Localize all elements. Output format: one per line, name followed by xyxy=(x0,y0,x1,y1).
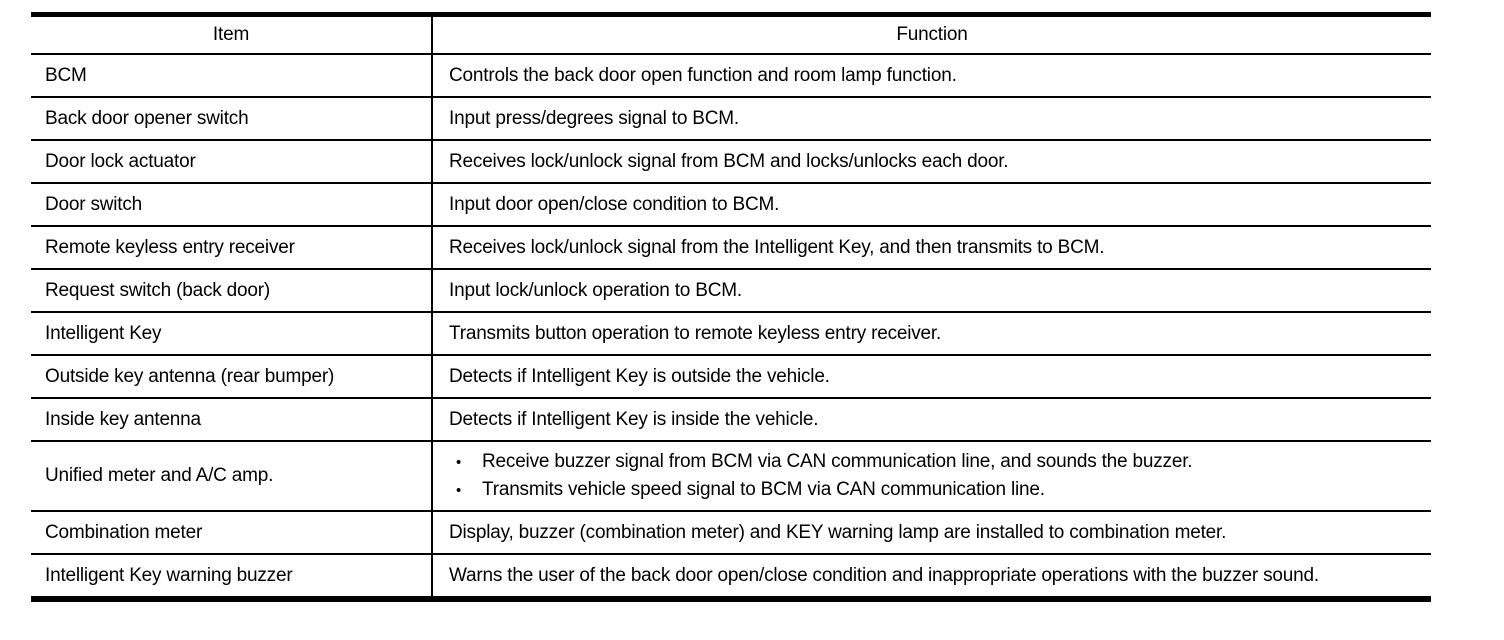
bullet-icon: • xyxy=(456,482,462,499)
table-row: Outside key antenna (rear bumper) Detect… xyxy=(31,354,1431,398)
function-cell: Input door open/close condition to BCM. xyxy=(432,182,1431,226)
function-bullet-list: • Receive buzzer signal from BCM via CAN… xyxy=(449,442,1419,510)
item-cell: Intelligent Key warning buzzer xyxy=(31,553,433,599)
item-cell: BCM xyxy=(31,53,433,97)
item-cell: Back door opener switch xyxy=(31,96,433,140)
function-cell: Transmits button operation to remote key… xyxy=(432,311,1431,355)
function-cell: Input press/degrees signal to BCM. xyxy=(432,96,1431,140)
column-header-function: Function xyxy=(896,24,968,45)
function-cell: Detects if Intelligent Key is inside the… xyxy=(432,397,1431,441)
function-cell: Detects if Intelligent Key is outside th… xyxy=(432,354,1431,398)
table-row: Intelligent Key Transmits button operati… xyxy=(31,311,1431,355)
item-cell: Door lock actuator xyxy=(31,139,433,183)
item-cell: Intelligent Key xyxy=(31,311,433,355)
table-row: Request switch (back door) Input lock/un… xyxy=(31,268,1431,312)
function-bullet-line: • Receive buzzer signal from BCM via CAN… xyxy=(449,448,1419,476)
table-row: Inside key antenna Detects if Intelligen… xyxy=(31,397,1431,441)
function-bullet-text: Transmits vehicle speed signal to BCM vi… xyxy=(482,479,1045,500)
table-row: Unified meter and A/C amp. • Receive buz… xyxy=(31,440,1431,511)
item-cell: Remote keyless entry receiver xyxy=(31,225,433,269)
item-cell: Request switch (back door) xyxy=(31,268,433,312)
table-row: Back door opener switch Input press/degr… xyxy=(31,96,1431,140)
function-text: Warns the user of the back door open/clo… xyxy=(449,565,1319,586)
function-cell: • Receive buzzer signal from BCM via CAN… xyxy=(432,440,1431,511)
table-header-row: Item Function xyxy=(31,14,1431,54)
function-cell: Warns the user of the back door open/clo… xyxy=(432,553,1431,599)
table-row: Combination meter Display, buzzer (combi… xyxy=(31,510,1431,554)
table-row: Intelligent Key warning buzzer Warns the… xyxy=(31,553,1431,599)
table-row: BCM Controls the back door open function… xyxy=(31,53,1431,97)
function-cell: Controls the back door open function and… xyxy=(432,53,1431,97)
function-cell: Input lock/unlock operation to BCM. xyxy=(432,268,1431,312)
function-bullet-line: • Transmits vehicle speed signal to BCM … xyxy=(449,476,1419,504)
function-bullet-text: Receive buzzer signal from BCM via CAN c… xyxy=(482,451,1193,472)
item-cell: Door switch xyxy=(31,182,433,226)
table-row: Door switch Input door open/close condit… xyxy=(31,182,1431,226)
item-cell: Inside key antenna xyxy=(31,397,433,441)
item-cell: Combination meter xyxy=(31,510,433,554)
table-row: Remote keyless entry receiver Receives l… xyxy=(31,225,1431,269)
function-cell: Receives lock/unlock signal from BCM and… xyxy=(432,139,1431,183)
item-cell: Outside key antenna (rear bumper) xyxy=(31,354,433,398)
item-function-table: Item Function BCM Controls the back door… xyxy=(31,12,1431,602)
function-cell: Receives lock/unlock signal from the Int… xyxy=(432,225,1431,269)
function-cell: Display, buzzer (combination meter) and … xyxy=(432,510,1431,554)
item-cell: Unified meter and A/C amp. xyxy=(31,440,433,511)
table-row: Door lock actuator Receives lock/unlock … xyxy=(31,139,1431,183)
column-header-item: Item xyxy=(31,14,433,54)
bullet-icon: • xyxy=(456,454,462,471)
